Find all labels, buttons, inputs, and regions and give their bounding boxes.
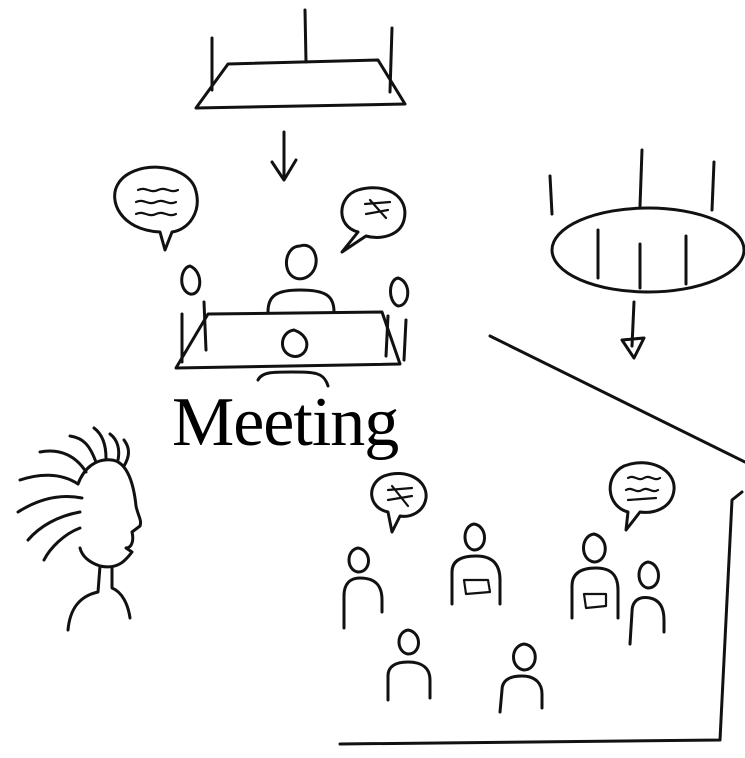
- speech-bubble-wavy: [115, 167, 198, 250]
- down-arrow-2: [622, 302, 644, 358]
- speech-bubble-small: [342, 188, 405, 252]
- audience-person: [344, 548, 382, 628]
- ceiling-lamp-trapezoid: [196, 10, 405, 108]
- audience-person: [452, 524, 500, 604]
- audience-person: [572, 534, 618, 618]
- down-arrow: [272, 132, 296, 180]
- observer-person: [18, 428, 141, 630]
- meeting-table-group: [176, 245, 408, 386]
- speech-bubble-lower-right: [610, 463, 674, 530]
- caption-meeting: Meeting: [172, 388, 398, 458]
- audience-person: [388, 630, 430, 700]
- room-outline: [340, 336, 745, 744]
- ceiling-lamp-oval: [550, 150, 744, 292]
- audience-person: [630, 562, 664, 644]
- speech-bubble-lower-left: [372, 473, 426, 532]
- audience-person: [500, 644, 542, 712]
